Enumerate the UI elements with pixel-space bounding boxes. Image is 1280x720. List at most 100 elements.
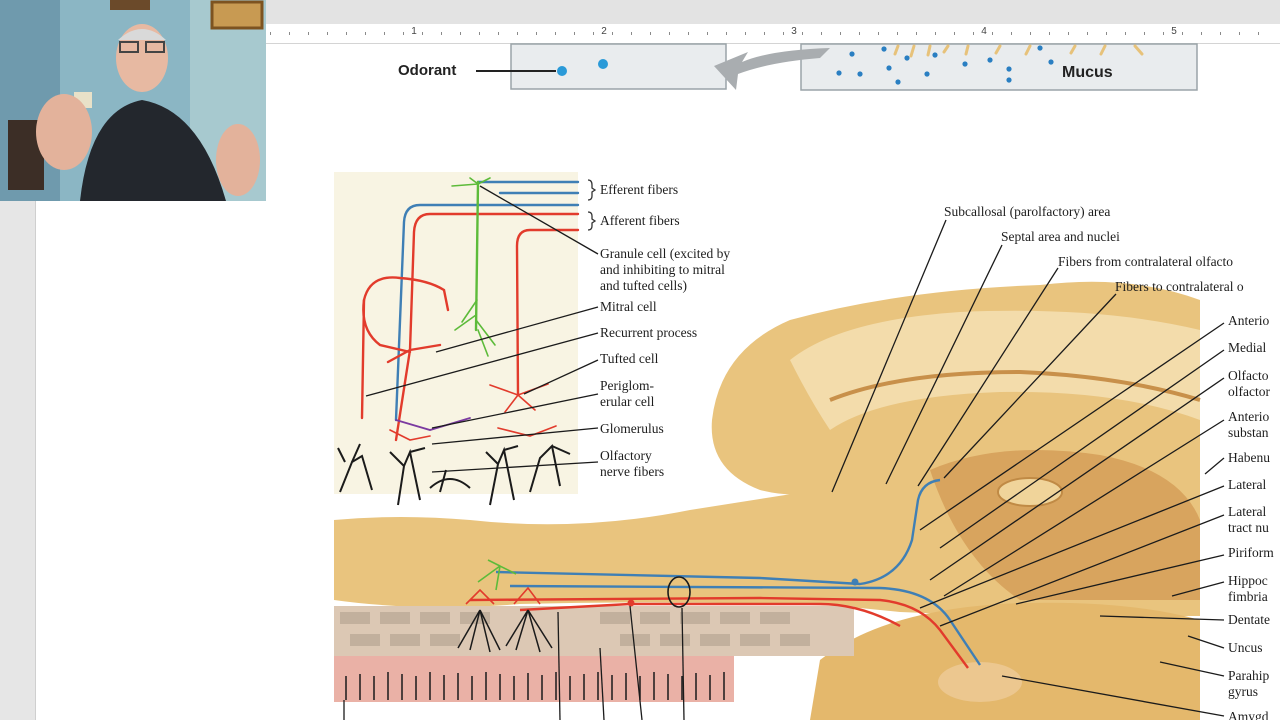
label-granule-cell: and inhibiting to mitral <box>600 262 725 277</box>
label-anterior-substance: Anterio <box>1228 409 1270 424</box>
label-lateral-tract-nucleus: Lateral <box>1228 504 1267 519</box>
receptor-box-right <box>800 43 1198 91</box>
bulb-leader-lines <box>365 185 599 473</box>
ruler-tick <box>593 32 594 35</box>
label-habenula: Habenu <box>1228 450 1270 465</box>
label-piriform: Piriform <box>1228 545 1274 560</box>
ruler-tick <box>821 32 822 35</box>
ruler-number: 4 <box>981 26 987 37</box>
ruler-tick <box>707 32 708 35</box>
label-subcallosal-area: Subcallosal (parolfactory) area <box>944 204 1111 219</box>
receptor-cells <box>345 672 725 700</box>
bulb-to-mucosa-fibers <box>457 609 553 653</box>
ruler-tick <box>384 32 385 35</box>
ruler-tick <box>1125 32 1126 35</box>
label-hippocampus-fimbria: Hippoc <box>1228 573 1268 588</box>
label-fibers-to-contralateral: Fibers to contralateral o <box>1115 279 1244 294</box>
ruler-tick <box>1011 32 1012 35</box>
label-olfactory-nerve-fibers: nerve fibers <box>600 464 665 479</box>
tract-cross-section <box>667 576 691 608</box>
bulb-circuit <box>360 177 580 442</box>
ruler-tick <box>916 32 917 35</box>
label-amygdala: Amygd <box>1228 709 1269 720</box>
label-medial: Medial <box>1228 340 1267 355</box>
label-mitral-cell: Mitral cell <box>600 299 657 314</box>
label-anterior-substance: substan <box>1228 425 1269 440</box>
label-tufted-cell: Tufted cell <box>600 351 659 366</box>
ruler-tick <box>1030 32 1031 35</box>
ruler-tick <box>783 32 784 35</box>
ruler-tick <box>954 32 955 35</box>
label-olfactory-trigone: olfactor <box>1228 384 1270 399</box>
brain-leader-lines <box>343 219 1225 720</box>
ruler-tick <box>726 32 727 35</box>
ruler-tick <box>517 32 518 35</box>
horizontal-ruler[interactable]: 1 2 3 4 5 <box>266 24 1280 44</box>
label-uncus: Uncus <box>1228 640 1263 655</box>
ruler-tick <box>441 32 442 35</box>
label-granule-cell: and tufted cells) <box>600 278 687 293</box>
ruler-tick <box>935 32 936 35</box>
mucus-label: Mucus <box>1062 64 1113 81</box>
ruler-tick <box>1182 32 1183 35</box>
mucus-hairs <box>893 44 1144 58</box>
odorant-molecule <box>557 66 567 76</box>
nasal-mucosa <box>334 656 734 702</box>
ruler-tick <box>669 32 670 35</box>
mucus-dots <box>836 45 1054 85</box>
label-glomerulus: Glomerulus <box>600 421 664 436</box>
temporal-lobe <box>810 602 1200 720</box>
ruler-tick <box>289 32 290 35</box>
olfactory-tract-fibers <box>465 478 981 669</box>
label-periglomerular-cell: erular cell <box>600 394 655 409</box>
presenter-video <box>0 0 266 201</box>
ruler-tick <box>992 32 993 35</box>
label-fibers-from-contralateral: Fibers from contralateral olfacto <box>1058 254 1234 269</box>
mammillary-body <box>997 477 1063 507</box>
ruler-tick <box>650 32 651 35</box>
ruler-tick <box>555 32 556 35</box>
ruler-tick <box>365 32 366 35</box>
label-olfactory-nerve-fibers: Olfactory <box>600 448 652 463</box>
label-lateral: Lateral <box>1228 477 1267 492</box>
label-parahippocampal-gyrus: gyrus <box>1228 684 1258 699</box>
ruler-tick <box>1049 32 1050 35</box>
ruler-tick <box>1163 32 1164 35</box>
ruler-tick <box>897 32 898 35</box>
olfactory-nerve-fibers <box>337 443 571 506</box>
corpus-callosum <box>829 369 1201 402</box>
ruler-tick <box>859 32 860 35</box>
ruler-number: 2 <box>601 26 607 37</box>
arrow-shape <box>714 48 830 90</box>
ruler-number: 1 <box>411 26 417 37</box>
ruler-tick <box>479 32 480 35</box>
tract-cell <box>851 578 859 586</box>
label-dentate: Dentate <box>1228 612 1270 627</box>
ruler-tick <box>1106 32 1107 35</box>
ruler-number: 5 <box>1171 26 1177 37</box>
ruler-tick <box>574 32 575 35</box>
label-septal-area: Septal area and nuclei <box>1001 229 1120 244</box>
bulb-braces <box>587 179 597 231</box>
label-lateral-tract-nucleus: tract nu <box>1228 520 1269 535</box>
ruler-tick <box>327 32 328 35</box>
ruler-tick <box>745 32 746 35</box>
ruler-tick <box>688 32 689 35</box>
label-afferent-fibers: Afferent fibers <box>600 213 680 228</box>
ruler-tick <box>802 32 803 35</box>
ruler-tick <box>422 32 423 35</box>
ruler-tick <box>308 32 309 35</box>
ruler-tick <box>612 32 613 35</box>
tract-cell <box>627 599 635 607</box>
ruler-tick <box>878 32 879 35</box>
ruler-tick <box>536 32 537 35</box>
ruler-tick <box>498 32 499 35</box>
ruler-tick <box>346 32 347 35</box>
label-anterior: Anterio <box>1228 313 1270 328</box>
label-olfactory-trigone: Olfacto <box>1228 368 1269 383</box>
ruler-number: 3 <box>791 26 797 37</box>
label-granule-cell: Granule cell (excited by <box>600 246 731 261</box>
ruler-tick <box>1087 32 1088 35</box>
ruler-tick <box>840 32 841 35</box>
